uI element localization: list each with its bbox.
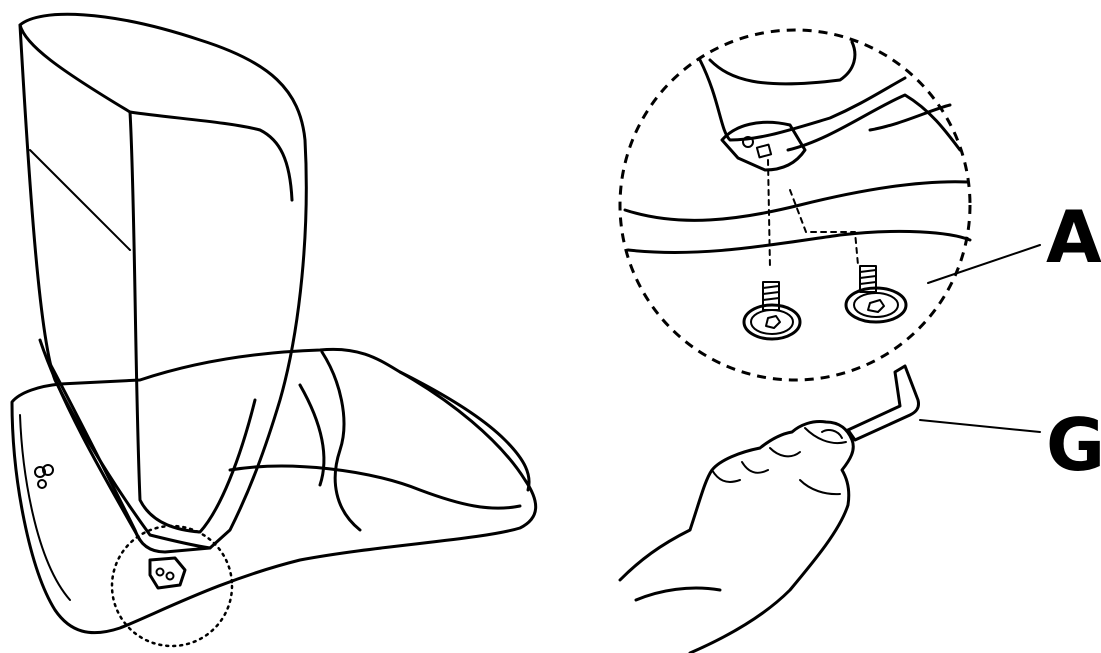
- wrist-line: [636, 588, 720, 600]
- detail-seat-line-1: [625, 182, 968, 221]
- seat-cushion-seam-2: [300, 385, 324, 485]
- guide-line-left: [768, 160, 770, 268]
- finger-1: [712, 470, 740, 482]
- thumb-nail: [822, 430, 842, 438]
- palm-crease: [800, 480, 840, 494]
- seat-cushion: [12, 349, 536, 632]
- guide-line-right: [790, 190, 858, 265]
- detail-bracket: [722, 122, 805, 170]
- detail-seat-line-3: [870, 105, 950, 130]
- backrest-bracket: [150, 558, 185, 588]
- leader-line-a: [928, 245, 1040, 283]
- callout-label-g: G: [1046, 403, 1101, 487]
- callout-label-a: A: [1046, 195, 1101, 279]
- seat-side-hole-icon: [35, 465, 53, 488]
- finger-2: [742, 462, 768, 473]
- seat-front-lip: [400, 372, 529, 490]
- seat-cushion-seam-1: [322, 352, 360, 530]
- allen-key: [848, 366, 919, 440]
- hand: [620, 422, 853, 653]
- chair-seat-assembly: [12, 14, 536, 646]
- finger-3: [770, 448, 800, 456]
- detail-backrest-frame-2: [710, 42, 855, 84]
- leader-line-g: [920, 420, 1040, 432]
- hex-screw-right: [846, 266, 906, 322]
- detail-magnifier: [620, 30, 970, 380]
- hex-screw-left: [744, 282, 800, 339]
- hand-outline: [620, 422, 853, 653]
- detail-seat-line-2: [628, 231, 970, 252]
- seat-cushion-inner-edge: [20, 415, 70, 600]
- backrest-top-edge: [20, 25, 292, 200]
- backrest-side-seam: [30, 150, 130, 250]
- seat-cushion-seam-3: [230, 466, 520, 508]
